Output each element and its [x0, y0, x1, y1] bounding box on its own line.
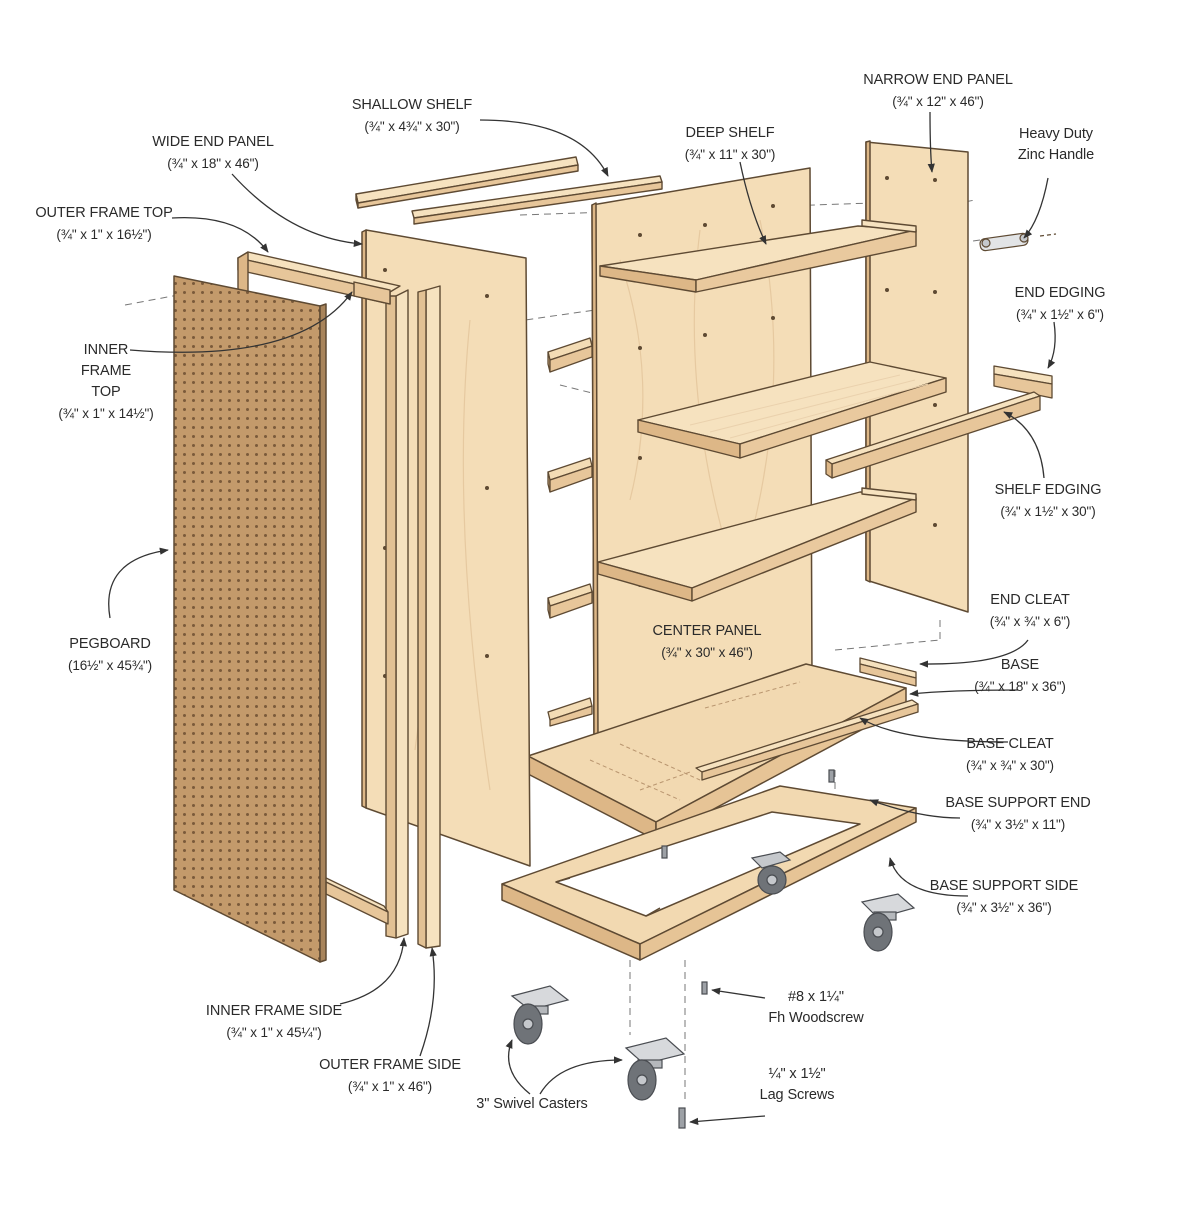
- label-heavy-duty-handle: Heavy Duty Zinc Handle: [1018, 124, 1094, 166]
- label-shelf-edging: SHELF EDGING (¾" x 1½" x 30"): [995, 480, 1102, 522]
- end-edging-name: END EDGING: [1014, 285, 1106, 301]
- label-deep-shelf: DEEP SHELF (¾" x 11" x 30"): [685, 123, 776, 165]
- woodscrew-line-2: Fh Woodscrew: [768, 1010, 864, 1026]
- end-edging-dims: (¾" x 1½" x 6"): [1016, 307, 1104, 322]
- handle-line-1: Heavy Duty: [1019, 126, 1093, 142]
- center-panel-dims: (¾" x 30" x 46"): [661, 645, 753, 660]
- label-woodscrew: #8 x 1¼" Fh Woodscrew: [768, 987, 863, 1029]
- inner-frame-side-name: INNER FRAME SIDE: [205, 1003, 343, 1019]
- narrow-end-panel-name: NARROW END PANEL: [863, 72, 1013, 88]
- caster-front-left: [510, 985, 570, 1045]
- label-wide-end-panel: WIDE END PANEL (¾" x 18" x 46"): [152, 132, 274, 174]
- inner-frame-top-line-1: INNER: [83, 342, 129, 358]
- shallow-shelf-dims: (¾" x 4¾" x 30"): [364, 119, 460, 134]
- pegboard-name: PEGBOARD: [69, 636, 151, 652]
- base-support-end-dims: (¾" x 3½" x 11"): [970, 817, 1066, 832]
- deep-shelf-dims: (¾" x 11" x 30"): [684, 147, 776, 162]
- inner-frame-top-line-3: TOP: [91, 384, 121, 400]
- heavy-duty-handle-part: [979, 232, 1057, 252]
- shallow-shelf-name: SHALLOW SHELF: [351, 97, 473, 113]
- left-shelf-cleats: [547, 337, 593, 727]
- outer-frame-top-dims: (¾" x 1" x 16½"): [56, 227, 152, 242]
- label-shallow-shelf: SHALLOW SHELF (¾" x 4¾" x 30"): [352, 95, 472, 137]
- inner-frame-top-line-2: FRAME: [80, 363, 132, 379]
- label-narrow-end-panel: NARROW END PANEL (¾" x 12" x 46"): [863, 70, 1013, 112]
- label-outer-frame-top: OUTER FRAME TOP (¾" x 1" x 16½"): [35, 203, 172, 245]
- end-edging-part: [993, 365, 1053, 399]
- shelf-edging-dims: (¾" x 1½" x 30"): [1000, 504, 1096, 519]
- label-base-support-end: BASE SUPPORT END (¾" x 3½" x 11"): [945, 793, 1090, 835]
- outer-frame-side-dims: (¾" x 1" x 46"): [347, 1079, 433, 1094]
- base-support-side-dims: (¾" x 3½" x 36"): [956, 900, 1052, 915]
- shelf-edging-part: [825, 391, 1041, 479]
- label-end-cleat: END CLEAT (¾" x ¾" x 6"): [990, 590, 1071, 632]
- lag-screws-line-2: Lag Screws: [759, 1087, 835, 1103]
- screws: [661, 769, 835, 1129]
- caster-front-right: [860, 893, 916, 952]
- label-inner-frame-top: INNER FRAME TOP (¾" x 1" x 14½"): [58, 340, 153, 424]
- base-support-end-name: BASE SUPPORT END: [945, 795, 1091, 811]
- end-cleat-dims: (¾" x ¾" x 6"): [989, 614, 1071, 629]
- outer-frame-top-name: OUTER FRAME TOP: [35, 205, 173, 221]
- end-cleat-name: END CLEAT: [990, 592, 1070, 608]
- label-outer-frame-side: OUTER FRAME SIDE (¾" x 1" x 46"): [319, 1055, 461, 1097]
- outer-frame-side-name: OUTER FRAME SIDE: [319, 1057, 461, 1073]
- base-name: BASE: [1000, 657, 1040, 673]
- deep-shelf-part: [599, 219, 917, 293]
- middle-shelf-part: [637, 361, 947, 459]
- base-cleat-dims: (¾" x ¾" x 30"): [966, 758, 1054, 773]
- label-end-edging: END EDGING (¾" x 1½" x 6"): [1015, 283, 1106, 325]
- label-base: BASE (¾" x 18" x 36"): [974, 655, 1066, 697]
- label-base-support-side: BASE SUPPORT SIDE (¾" x 3½" x 36"): [929, 876, 1079, 918]
- center-panel-name: CENTER PANEL: [652, 623, 762, 639]
- label-base-cleat: BASE CLEAT (¾" x ¾" x 30"): [966, 734, 1054, 776]
- handle-line-2: Zinc Handle: [1017, 147, 1095, 163]
- deep-shelf-name: DEEP SHELF: [685, 125, 775, 141]
- wide-end-panel-dims: (¾" x 18" x 46"): [167, 156, 259, 171]
- shelf-edging-name: SHELF EDGING: [994, 482, 1102, 498]
- shallow-shelf-part: [355, 156, 663, 225]
- frame-bottom: [321, 875, 389, 925]
- narrow-end-panel-dims: (¾" x 12" x 46"): [892, 94, 984, 109]
- label-pegboard: PEGBOARD (16½" x 45¾"): [68, 634, 152, 676]
- wide-end-panel-name: WIDE END PANEL: [152, 134, 274, 150]
- woodscrew-line-1: #8 x 1¼": [788, 989, 844, 1005]
- pegboard-dims: (16½" x 45¾"): [67, 658, 153, 673]
- label-swivel-casters: 3" Swivel Casters: [476, 1094, 588, 1115]
- inner-frame-top-dims: (¾" x 1" x 14½"): [58, 406, 154, 421]
- caster-back-left: [750, 851, 792, 895]
- inner-frame-side-dims: (¾" x 1" x 45¼"): [226, 1025, 322, 1040]
- base-support-side-name: BASE SUPPORT SIDE: [929, 878, 1079, 894]
- base-support-frame: [501, 785, 917, 961]
- label-inner-frame-side: INNER FRAME SIDE (¾" x 1" x 45¼"): [206, 1001, 342, 1043]
- leader-lines: [108, 111, 1056, 1125]
- label-center-panel: CENTER PANEL (¾" x 30" x 46"): [653, 621, 762, 663]
- lower-shelf-part: [597, 487, 917, 602]
- base-dims: (¾" x 18" x 36"): [974, 679, 1066, 694]
- center-panel-part: [591, 167, 813, 741]
- label-lag-screws: ¼" x 1½" Lag Screws: [760, 1064, 835, 1106]
- base-cleat-name: BASE CLEAT: [966, 736, 1054, 752]
- swivel-casters-name: 3" Swivel Casters: [476, 1096, 588, 1112]
- pegboard-part: [173, 275, 327, 963]
- frame-sides: [385, 285, 441, 949]
- caster-front-center: [624, 1037, 686, 1101]
- lag-screws-line-1: ¼" x 1½": [768, 1066, 826, 1082]
